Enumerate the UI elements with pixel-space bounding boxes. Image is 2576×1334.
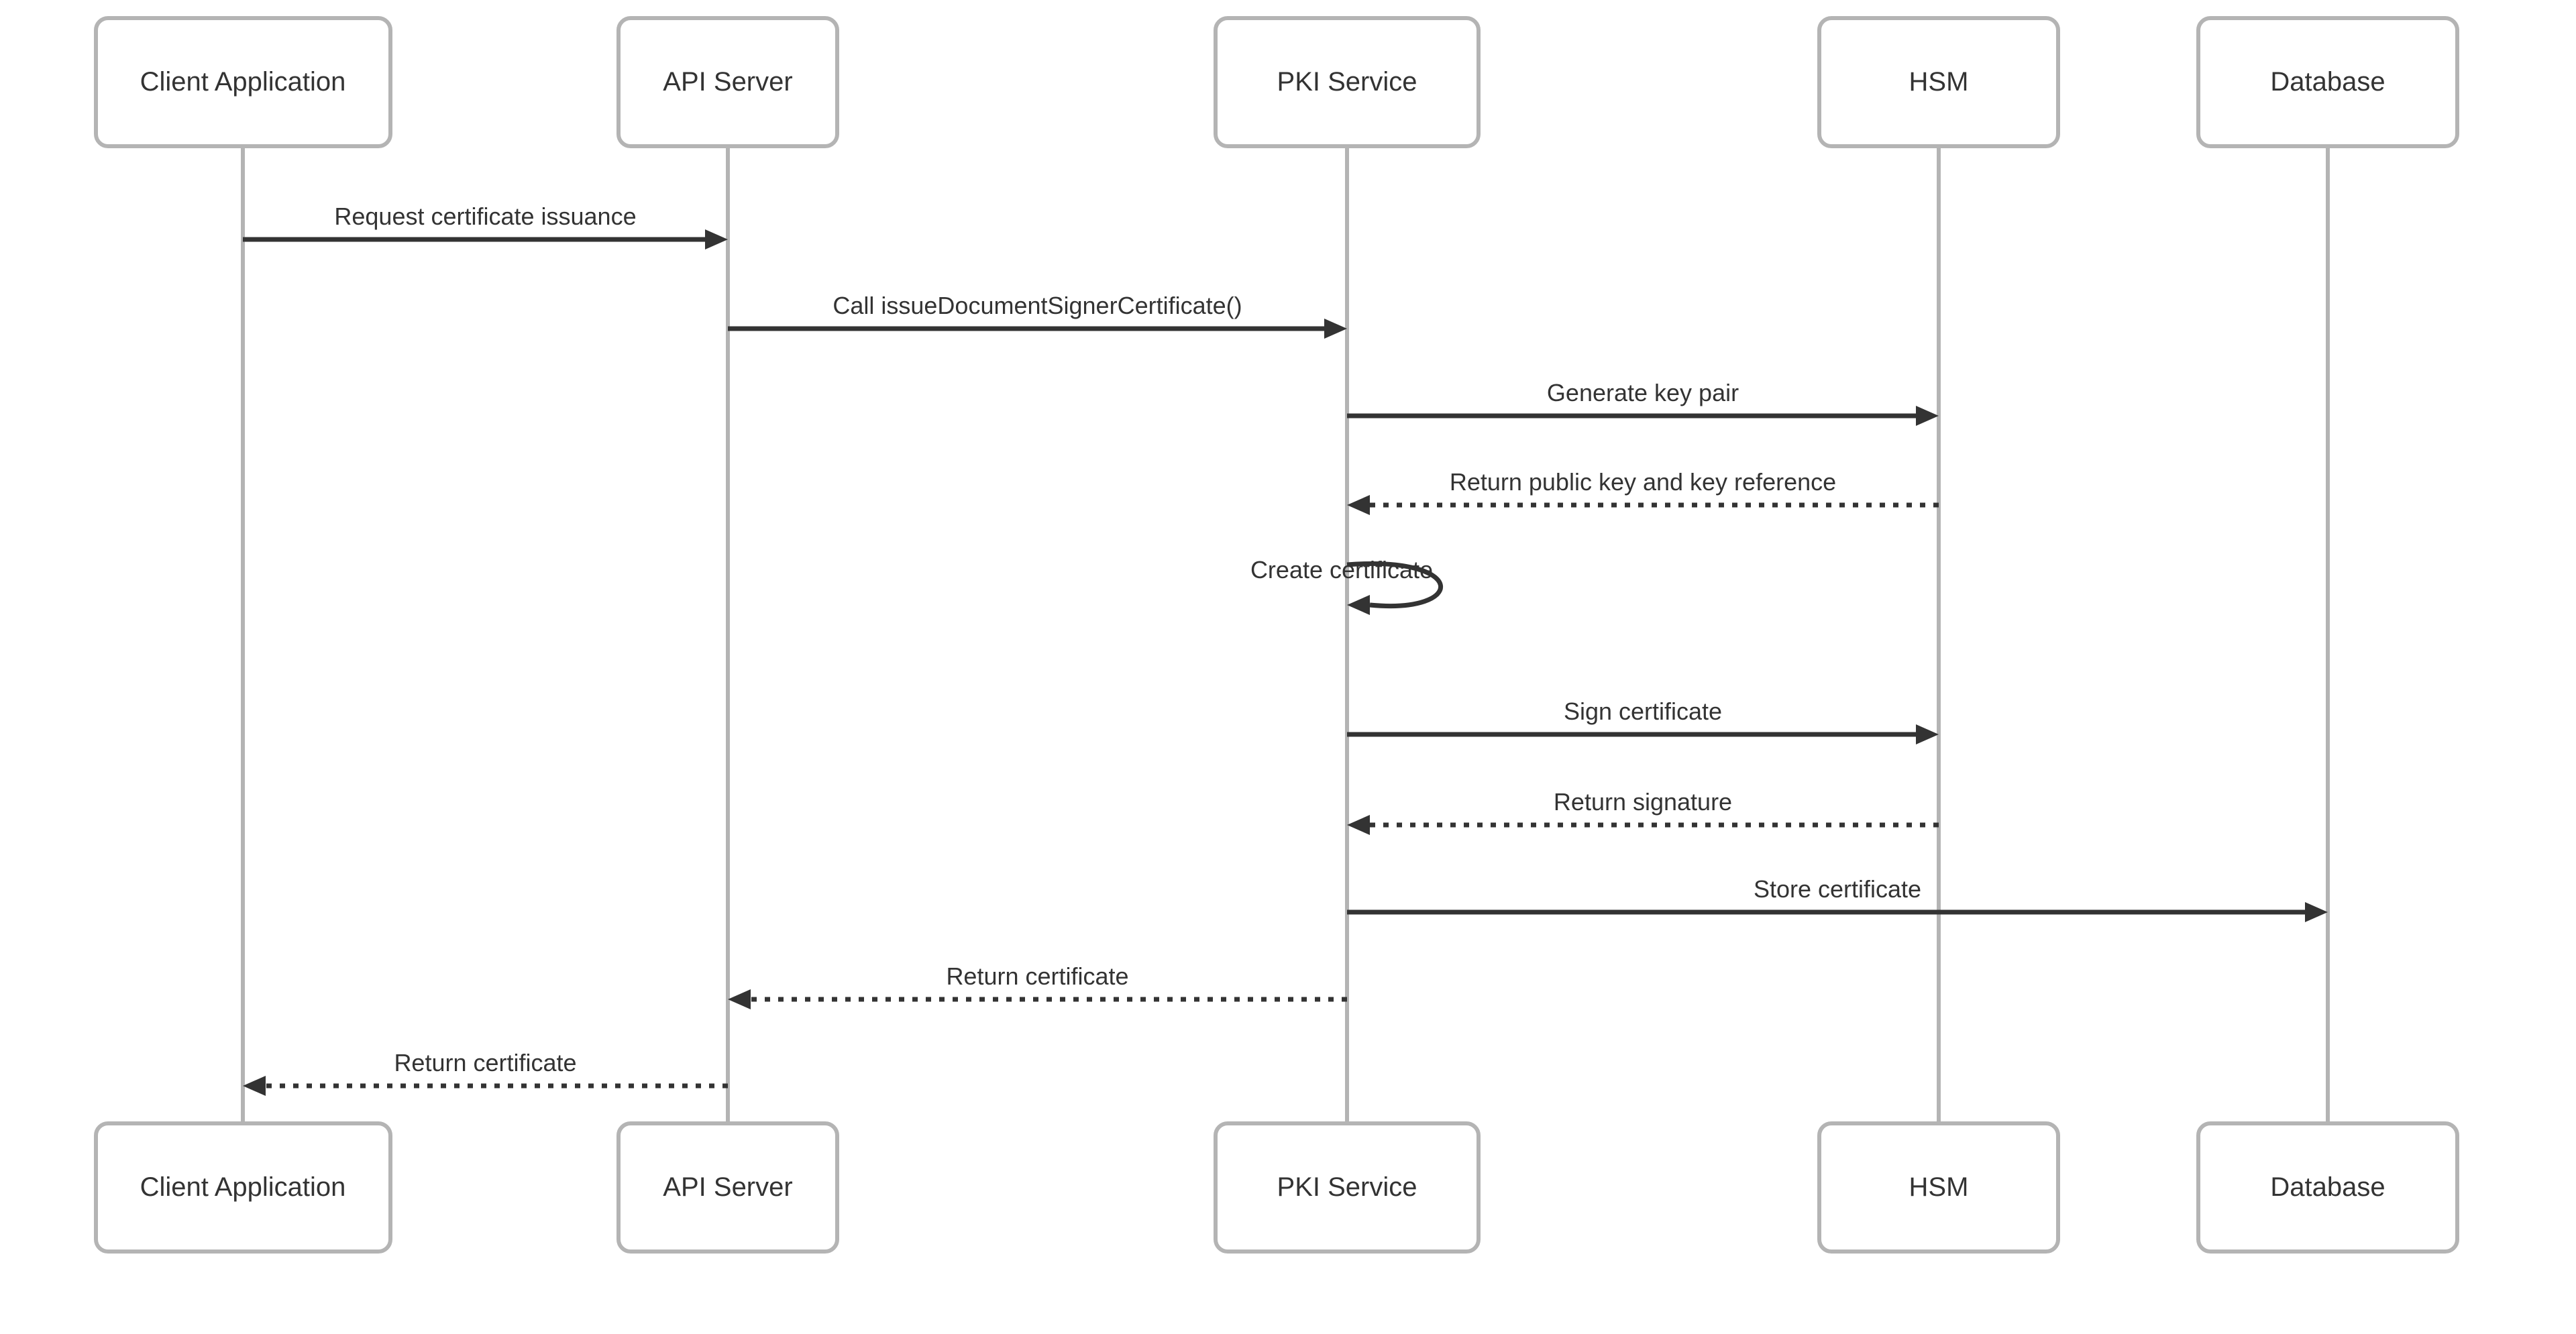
actor-box-hsm-top[interactable]: HSM — [1817, 16, 2060, 148]
actor-label-hsm: HSM — [1909, 67, 1969, 97]
actor-box-api-top[interactable]: API Server — [616, 16, 839, 148]
actor-box-shape — [616, 16, 839, 148]
message-self-loop-path — [1346, 561, 1444, 608]
message-arrowhead — [1347, 815, 1370, 835]
message-10-api-to-client[interactable]: Return certificate — [243, 1049, 728, 1096]
actor-label-api: API Server — [663, 67, 792, 97]
actor-box-pki-bottom[interactable]: PKI Service — [1214, 1121, 1481, 1254]
actor-box-hsm-bottom[interactable]: HSM — [1817, 1121, 2060, 1254]
actor-box-pki-top[interactable]: PKI Service — [1214, 16, 1481, 148]
actor-box-shape — [616, 1121, 839, 1254]
message-label: Call issueDocumentSignerCertificate() — [833, 292, 1242, 319]
message-7-hsm-to-pki[interactable]: Return signature — [1347, 788, 1939, 835]
actor-label-hsm: HSM — [1909, 1172, 1969, 1202]
actor-box-shape — [1817, 1121, 2060, 1254]
actor-label-db: Database — [2270, 67, 2385, 97]
message-arrowhead — [243, 1076, 266, 1096]
lifelines-layer — [241, 146, 2330, 1123]
message-arrowhead — [1347, 495, 1370, 515]
message-label: Create certificate — [1250, 556, 1433, 583]
actor-box-db-bottom[interactable]: Database — [2196, 1121, 2459, 1254]
message-arrowhead — [1347, 595, 1370, 615]
actor-box-shape — [94, 16, 392, 148]
message-9-pki-to-api[interactable]: Return certificate — [728, 962, 1347, 1009]
actor-box-client-bottom[interactable]: Client Application — [94, 1121, 392, 1254]
message-4-hsm-to-pki[interactable]: Return public key and key reference — [1347, 468, 1939, 515]
actor-box-db-top[interactable]: Database — [2196, 16, 2459, 148]
actor-label-client: Client Application — [140, 67, 346, 97]
actor-box-shape — [2196, 16, 2459, 148]
message-label: Return signature — [1554, 788, 1732, 816]
actor-box-shape — [1214, 1121, 1481, 1254]
actor-box-shape — [2196, 1121, 2459, 1254]
message-label: Generate key pair — [1547, 379, 1739, 406]
message-8-pki-to-db[interactable]: Store certificate — [1347, 875, 2328, 922]
message-label: Return certificate — [394, 1049, 576, 1076]
message-arrowhead — [1916, 724, 1939, 744]
actor-box-api-bottom[interactable]: API Server — [616, 1121, 839, 1254]
message-2-api-to-pki[interactable]: Call issueDocumentSignerCertificate() — [728, 292, 1347, 339]
message-5-pki-to-pki[interactable]: Create certificate — [1250, 556, 1444, 615]
message-arrowhead — [1324, 319, 1347, 339]
message-label: Store certificate — [1754, 875, 1921, 903]
message-arrowhead — [2305, 902, 2328, 922]
message-label: Sign certificate — [1564, 698, 1722, 725]
message-1-client-to-api[interactable]: Request certificate issuance — [243, 203, 728, 249]
actor-label-client: Client Application — [140, 1172, 346, 1202]
message-label: Return public key and key reference — [1450, 468, 1836, 496]
message-3-pki-to-hsm[interactable]: Generate key pair — [1347, 379, 1939, 426]
actor-box-client-top[interactable]: Client Application — [94, 16, 392, 148]
message-arrowhead — [728, 989, 751, 1009]
actor-box-shape — [94, 1121, 392, 1254]
message-label: Return certificate — [946, 962, 1128, 990]
message-arrowhead — [705, 229, 728, 249]
actor-label-db: Database — [2270, 1172, 2385, 1202]
message-6-pki-to-hsm[interactable]: Sign certificate — [1347, 698, 1939, 744]
actor-box-shape — [1214, 16, 1481, 148]
actor-box-shape — [1817, 16, 2060, 148]
actor-label-pki: PKI Service — [1277, 1172, 1417, 1202]
message-label: Request certificate issuance — [334, 203, 636, 230]
message-arrowhead — [1916, 406, 1939, 426]
actor-label-api: API Server — [663, 1172, 792, 1202]
actor-label-pki: PKI Service — [1277, 67, 1417, 97]
